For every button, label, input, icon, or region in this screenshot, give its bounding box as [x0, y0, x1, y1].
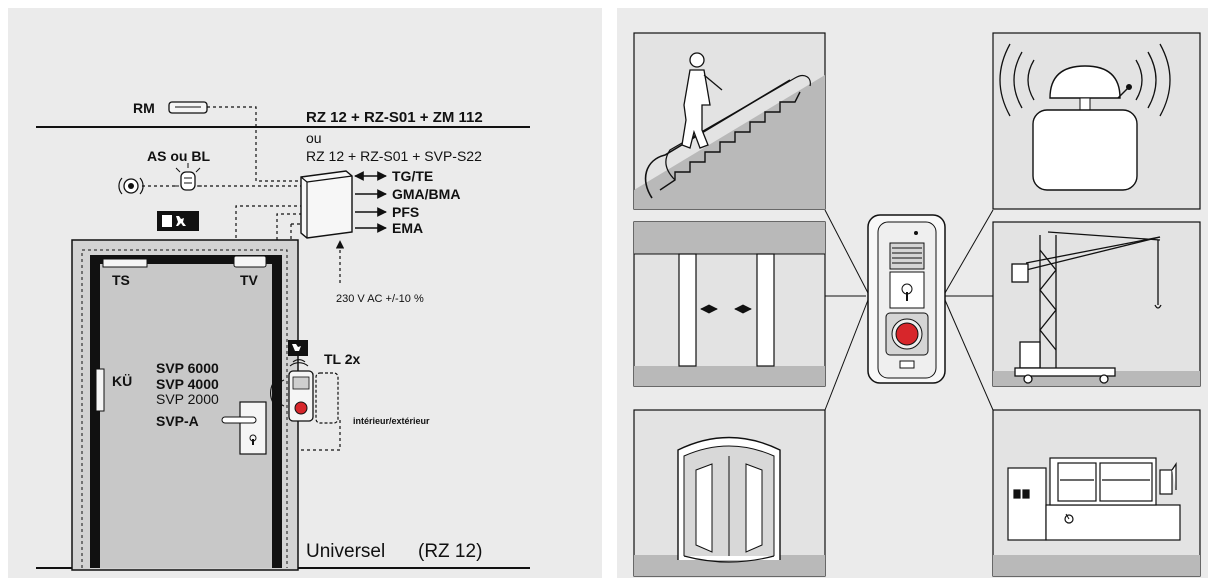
label-as-bl: AS ou BL: [147, 148, 210, 164]
escalator-icon: [644, 52, 811, 199]
power-label: 230 V AC +/-10 %: [336, 293, 424, 305]
emergency-stop-terminal-icon: [867, 214, 946, 384]
label-ku: KÜ: [112, 373, 132, 389]
alarm-bell-icon: [999, 43, 1171, 191]
exit-sign-small-icon: [288, 340, 308, 356]
door-closer-ts-icon: [102, 258, 148, 268]
output-ema: EMA: [392, 220, 423, 236]
output-gma-bma: GMA/BMA: [392, 186, 460, 202]
lock-model-4000: SVP 4000: [156, 376, 219, 392]
panel-crane: [992, 221, 1201, 387]
output-arrows: [354, 171, 387, 233]
signal-waves-icon: [270, 359, 309, 411]
label-ts: TS: [112, 272, 130, 288]
control-unit-box: [300, 170, 353, 239]
crane-icon: [1011, 231, 1162, 384]
contact-ku-icon: [95, 368, 105, 412]
central-device: [867, 214, 946, 384]
config-primary: RZ 12 + RZ-S01 + ZM 112: [306, 109, 483, 126]
sliding-door-icon: [678, 253, 775, 367]
door-handle-icon: [221, 401, 267, 455]
output-tg-te: TG/TE: [392, 168, 433, 184]
label-svp-a: SVP-A: [156, 413, 199, 429]
config-or: ou: [306, 130, 322, 146]
label-rm: RM: [133, 100, 155, 116]
output-pfs: PFS: [392, 204, 419, 220]
connector-lines: [824, 209, 994, 411]
smoke-detector-icon: [168, 101, 208, 114]
panel-sliding-door: [633, 221, 826, 387]
footer-title: Universel: [306, 541, 385, 562]
revolving-door-icon: [677, 436, 781, 563]
lock-model-2000: SVP 2000: [156, 391, 219, 407]
lock-model-6000: SVP 6000: [156, 360, 219, 376]
config-secondary: RZ 12 + RZ-S01 + SVP-S22: [306, 148, 482, 164]
panel-escalator: [633, 32, 826, 210]
panel-machine: [992, 409, 1201, 577]
label-tv: TV: [240, 272, 259, 288]
label-tl: TL 2x: [324, 351, 361, 367]
flash-light-icon: [174, 163, 202, 191]
emergency-button-tl-icon: [288, 370, 339, 424]
label-int-ext: intérieur/extérieur: [353, 416, 430, 426]
panel-revolving-door: [633, 409, 826, 577]
panel-alarm-bell: [992, 32, 1201, 210]
machine-tool-icon: [1007, 457, 1181, 541]
lock-tv-icon: [233, 255, 267, 268]
left-wiring-diagram: RM RZ 12 + RZ-S01 + ZM 112 ou RZ 12 + RZ…: [36, 100, 530, 571]
exit-sign-icon: [157, 211, 199, 231]
footer-model: (RZ 12): [418, 541, 482, 562]
